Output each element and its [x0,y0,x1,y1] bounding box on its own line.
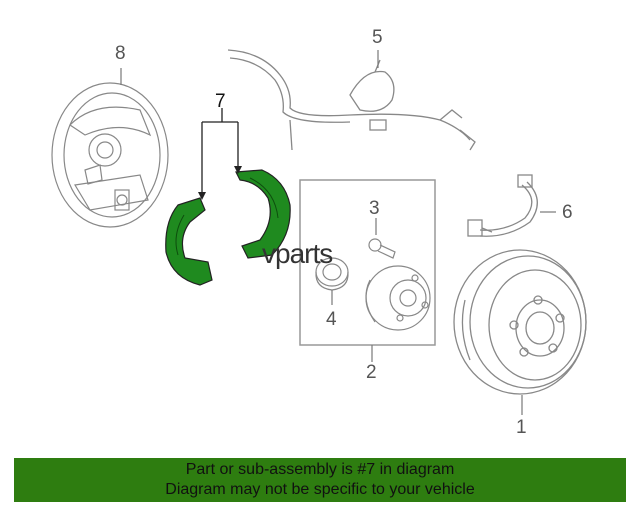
abs-sensor-part-5[interactable] [227,49,476,151]
hub-bolt-part-3[interactable] [368,238,396,259]
info-banner: Part or sub-assembly is #7 in diagram Di… [14,458,626,502]
hub-assembly-box-part-2[interactable] [299,179,436,346]
banner-line-2: Diagram may not be specific to your vehi… [165,481,475,498]
callout-7[interactable]: 7 [215,91,226,112]
callout-3[interactable]: 3 [369,198,380,219]
callout-1[interactable]: 1 [516,417,527,438]
hub-flange [365,265,431,331]
leader-7 [201,108,239,198]
callout-8[interactable]: 8 [115,43,126,64]
brake-hose-part-6[interactable] [467,174,538,237]
arrow-7b [234,166,242,174]
callout-2[interactable]: 2 [366,362,377,383]
brake-shoe-part-7[interactable] [165,169,291,286]
callout-4[interactable]: 4 [326,309,337,330]
shoe-lining-part-7 [175,177,279,256]
vparts-watermark: vparts [262,238,333,269]
brake-drum-part-1[interactable] [453,249,587,395]
callout-6[interactable]: 6 [562,202,573,223]
callout-5[interactable]: 5 [372,27,383,48]
arrow-7a [198,192,206,200]
parts-diagram [51,49,587,415]
banner-line-1: Part or sub-assembly is #7 in diagram [185,461,455,478]
backing-plate-part-8[interactable] [51,82,169,228]
